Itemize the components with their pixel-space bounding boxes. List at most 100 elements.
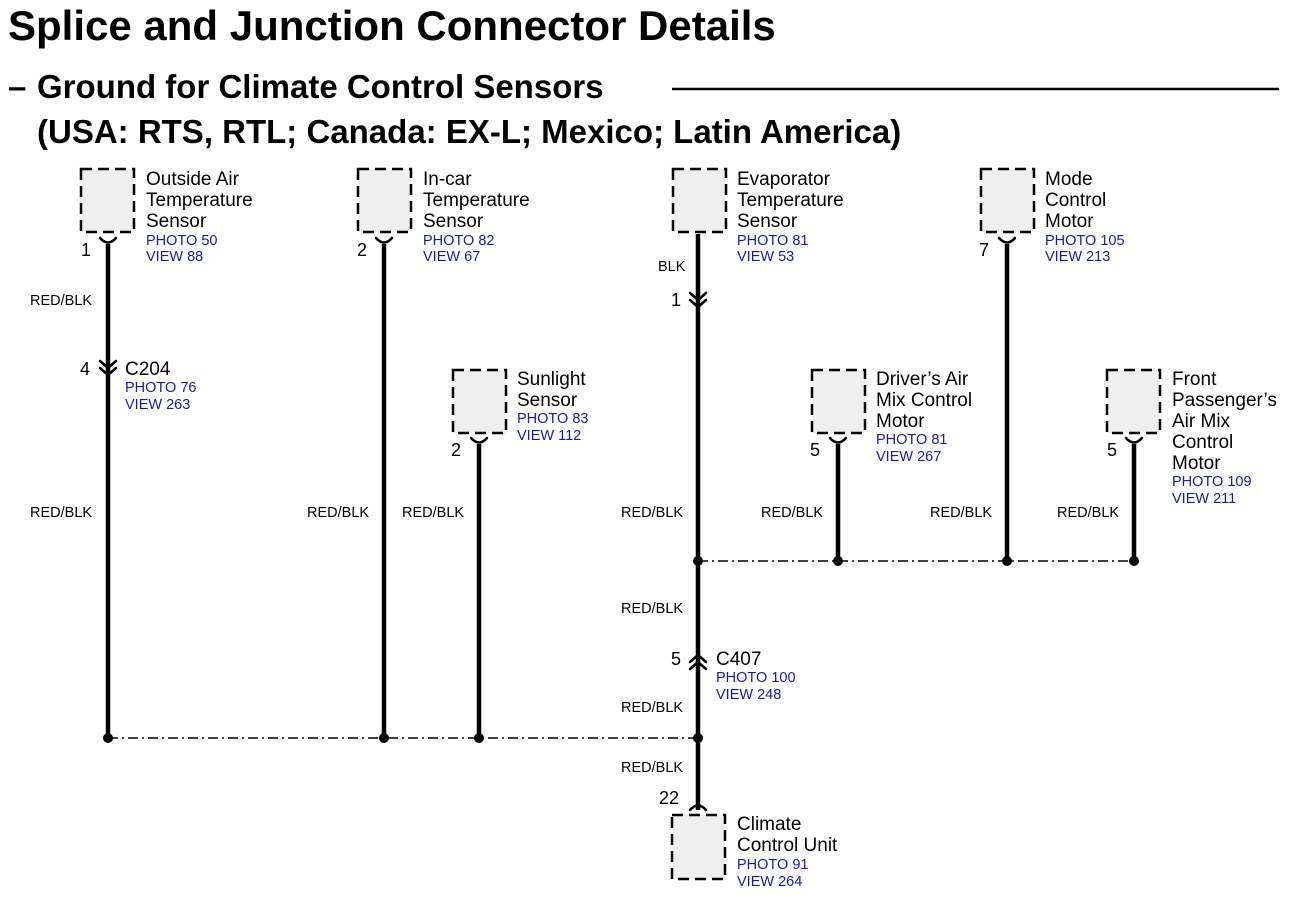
wire-color-label: RED/BLK [30, 505, 92, 521]
terminal-fork-icon [997, 236, 1017, 244]
pin-number: 5 [671, 649, 681, 669]
pin-number: 2 [451, 440, 461, 460]
view-link[interactable]: VIEW 263 [125, 397, 190, 413]
view-link[interactable]: VIEW 211 [1172, 491, 1236, 507]
wire-color-label: BLK [658, 259, 686, 275]
wire-color-label: RED/BLK [307, 505, 369, 521]
pin-number: 1 [81, 240, 91, 260]
terminal-fork-icon [688, 804, 708, 812]
component-name: Passenger’s [1172, 390, 1277, 411]
view-link[interactable]: VIEW 267 [876, 449, 941, 465]
component-name: Motor [1045, 211, 1094, 232]
component-name: Sensor [423, 211, 484, 232]
in-car-sensor-labels: In-car Temperature Sensor PHOTO 82 VIEW … [357, 169, 530, 265]
wire-color-label: RED/BLK [621, 601, 683, 617]
photo-link[interactable]: PHOTO 81 [876, 432, 947, 448]
photo-link[interactable]: PHOTO 109 [1172, 474, 1252, 490]
view-link[interactable]: VIEW 53 [737, 249, 794, 265]
page-title: Splice and Junction Connector Details [8, 2, 776, 49]
component-name: Temperature [146, 190, 253, 211]
component-name: Mix Control [876, 390, 972, 411]
terminal-forks [98, 236, 1144, 812]
terminal-fork-icon [98, 236, 118, 244]
photo-link[interactable]: PHOTO 100 [716, 670, 796, 686]
component-name: Outside Air [146, 169, 240, 190]
mode-control-motor-box[interactable] [979, 167, 1036, 234]
wire-color-labels: RED/BLK RED/BLK RED/BLK RED/BLK RED/BLK … [30, 293, 1119, 776]
component-name: Temperature [423, 190, 530, 211]
wire-color-label: RED/BLK [402, 505, 464, 521]
evaporator-sensor-box[interactable] [671, 167, 728, 234]
component-name: Climate [737, 814, 801, 835]
c204-labels: 4 C204 PHOTO 76 VIEW 263 [80, 359, 196, 413]
component-name: Mode [1045, 169, 1093, 190]
splice-point [833, 556, 843, 566]
front-pass-air-mix-labels: Front Passenger’s Air Mix Control Motor … [1107, 369, 1277, 507]
terminal-fork-icon [469, 436, 489, 444]
photo-link[interactable]: PHOTO 81 [737, 233, 808, 249]
component-name: Temperature [737, 190, 844, 211]
wire-color-label: RED/BLK [761, 505, 823, 521]
connector-name: C204 [125, 359, 171, 380]
component-name: In-car [423, 169, 472, 190]
drivers-air-mix-motor-box[interactable] [810, 368, 867, 435]
photo-link[interactable]: PHOTO 105 [1045, 233, 1125, 249]
pin-number: 7 [979, 240, 989, 260]
terminal-fork-icon [1124, 436, 1144, 444]
view-link[interactable]: VIEW 88 [146, 249, 203, 265]
component-name: Sensor [517, 390, 578, 411]
c204-connector-icon [98, 359, 118, 377]
c407-connector-icon [688, 653, 708, 671]
wire-color-label: RED/BLK [930, 505, 992, 521]
evap-inline-connector-icon [688, 291, 708, 309]
component-name: Control [1172, 432, 1233, 453]
evaporator-sensor-labels: Evaporator Temperature Sensor PHOTO 81 V… [658, 169, 844, 310]
photo-link[interactable]: PHOTO 50 [146, 233, 217, 249]
splice-points [103, 556, 1139, 743]
component-name: Control [1045, 190, 1106, 211]
view-link[interactable]: VIEW 112 [517, 428, 581, 444]
photo-link[interactable]: PHOTO 82 [423, 233, 494, 249]
pin-number: 5 [810, 440, 820, 460]
view-link[interactable]: VIEW 264 [737, 874, 802, 890]
sunlight-sensor-box[interactable] [451, 368, 508, 435]
inline-connectors [98, 291, 708, 671]
outside-air-sensor-labels: Outside Air Temperature Sensor PHOTO 50 … [81, 169, 253, 265]
in-car-sensor-box[interactable] [356, 167, 413, 234]
component-name: Sunlight [517, 369, 586, 390]
sunlight-sensor-labels: Sunlight Sensor PHOTO 83 VIEW 112 2 [451, 369, 588, 460]
front-pass-air-mix-motor-box[interactable] [1105, 368, 1162, 435]
wire-color-label: RED/BLK [621, 760, 683, 776]
subtitle-line1: Ground for Climate Control Sensors [37, 68, 604, 105]
component-name: Motor [1172, 453, 1221, 474]
pin-number: 1 [671, 290, 681, 310]
photo-link[interactable]: PHOTO 83 [517, 411, 588, 427]
climate-control-unit-box[interactable] [670, 813, 727, 881]
subtitle-line2: (USA: RTS, RTL; Canada: EX-L; Mexico; La… [37, 113, 901, 150]
wire-color-label: RED/BLK [621, 505, 683, 521]
splice-point [693, 733, 703, 743]
c407-labels: 5 C407 PHOTO 100 VIEW 248 [671, 649, 796, 703]
connector-name: C407 [716, 649, 761, 670]
drivers-air-mix-labels: Driver’s Air Mix Control Motor PHOTO 81 … [810, 369, 972, 465]
photo-link[interactable]: PHOTO 91 [737, 857, 808, 873]
wire-color-label: RED/BLK [621, 700, 683, 716]
view-link[interactable]: VIEW 248 [716, 687, 781, 703]
splice-point [103, 733, 113, 743]
view-link[interactable]: VIEW 213 [1045, 249, 1110, 265]
pin-number: 4 [80, 359, 90, 379]
photo-link[interactable]: PHOTO 76 [125, 380, 196, 396]
climate-control-unit-labels: 22 Climate Control Unit PHOTO 91 VIEW 26… [659, 788, 838, 890]
subtitle-dash: – [8, 68, 26, 105]
component-name: Sensor [737, 211, 798, 232]
view-link[interactable]: VIEW 67 [423, 249, 480, 265]
outside-air-sensor-box[interactable] [79, 167, 136, 234]
component-name: Control Unit [737, 835, 838, 856]
splice-point [379, 733, 389, 743]
component-name: Sensor [146, 211, 207, 232]
component-name: Driver’s Air [876, 369, 969, 390]
wire-color-label: RED/BLK [30, 293, 92, 309]
component-name: Motor [876, 411, 925, 432]
wire-color-label: RED/BLK [1057, 505, 1119, 521]
